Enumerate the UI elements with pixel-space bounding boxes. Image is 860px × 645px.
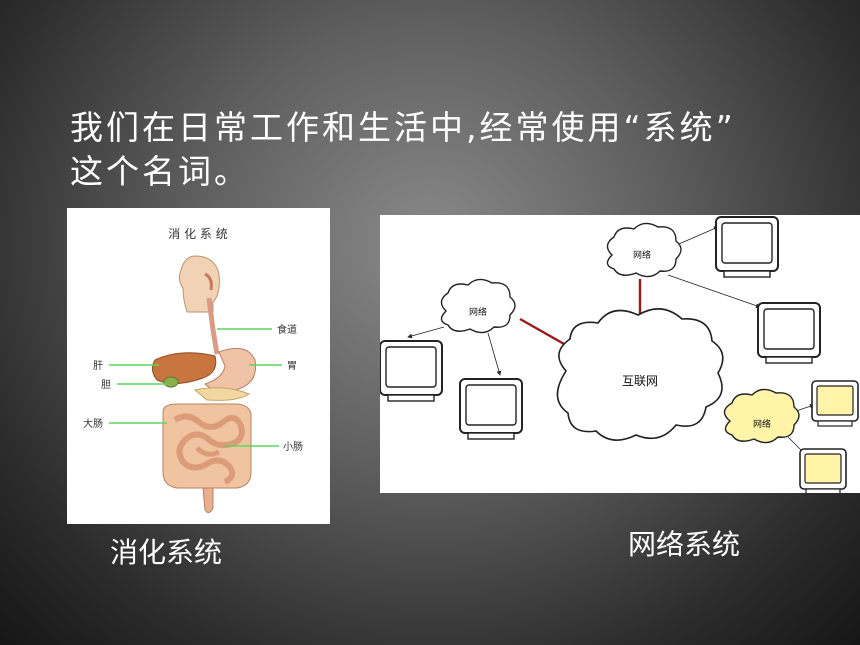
rectum-shape (202, 487, 214, 514)
digestive-system-image: 消 化 系 统 食道 胃 肝 胆 大肠 小肠 (67, 208, 330, 524)
title-line-2: 这个名词。 (70, 152, 250, 191)
network-cloud-left (440, 278, 516, 334)
network-cloud-top (606, 222, 682, 278)
gallbladder-shape (163, 376, 179, 388)
digestive-caption: 消化系统 (110, 536, 223, 569)
mouth-shape (204, 272, 213, 291)
head-shape (178, 255, 220, 313)
cloud-top-label: 网络 (633, 249, 651, 261)
small-intestine-coil (195, 446, 221, 457)
digestive-diagram: 消 化 系 统 食道 胃 肝 胆 大肠 小肠 (83, 227, 303, 514)
network-cloud-yellow (723, 388, 800, 444)
label-small-intestine: 小肠 (283, 441, 303, 453)
slide-title: 我们在日常工作和生活中,经常使用“系统” 这个名词。 (70, 106, 830, 194)
label-stomach: 胃 (287, 360, 297, 372)
esophagus-shape (206, 297, 220, 355)
liver-shape (151, 352, 217, 384)
computer-top-right (715, 216, 779, 278)
computer-right (757, 302, 821, 364)
digestive-heading: 消 化 系 统 (168, 227, 227, 241)
computer-left (380, 340, 443, 402)
small-intestine-shape (173, 413, 245, 485)
label-liver: 肝 (93, 360, 103, 372)
label-esophagus: 食道 (277, 323, 297, 336)
cloud-yellow-label: 网络 (753, 418, 771, 430)
computer-yellow-2 (799, 448, 847, 493)
network-caption: 网络系统 (628, 528, 741, 561)
label-gallbladder: 胆 (101, 379, 111, 391)
computer-yellow-1 (811, 380, 859, 427)
link-cloud-left-pc3 (407, 326, 445, 339)
label-large-intestine: 大肠 (83, 417, 103, 430)
cloud-left-label: 网络 (469, 306, 487, 318)
computer-center-left (459, 378, 523, 440)
link-cloud-top-pc1 (671, 226, 719, 248)
link-cloud-top-pc2 (667, 274, 761, 308)
internet-cloud (556, 308, 724, 441)
link-cloud-yellow-pc5 (795, 403, 815, 412)
network-diagram: 网络 网络 互联网 网络 (380, 216, 859, 493)
internet-label: 互联网 (622, 374, 658, 388)
pancreas-shape (193, 387, 251, 401)
network-system-image: 网络 网络 互联网 网络 (380, 215, 860, 493)
title-line-1: 我们在日常工作和生活中,经常使用“系统” (70, 108, 736, 147)
link-cloud-left-pc4 (487, 332, 502, 376)
